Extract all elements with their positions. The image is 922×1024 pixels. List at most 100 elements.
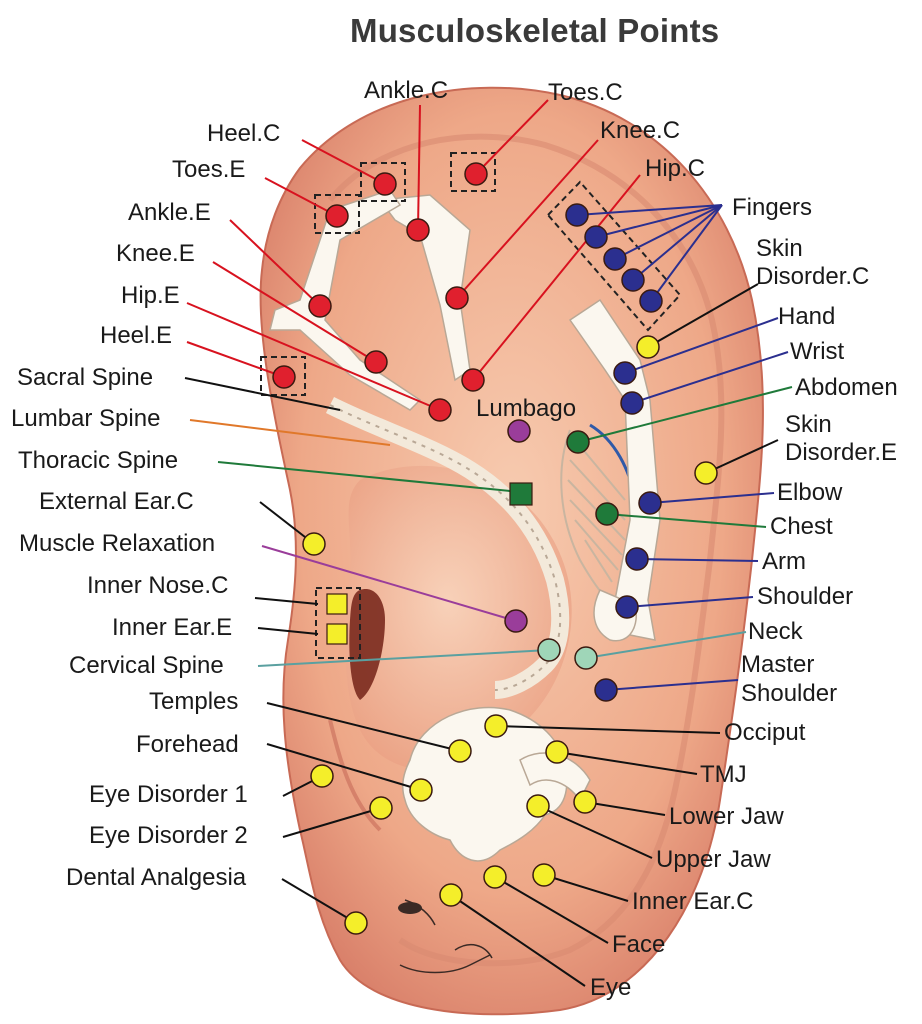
leader-line-finger-1 xyxy=(576,204,723,216)
point-finger-1 xyxy=(565,203,589,227)
leader-line-eye xyxy=(450,894,586,987)
point-ankle-c xyxy=(406,218,430,242)
point-hip-e xyxy=(428,398,452,422)
leader-line-wrist xyxy=(631,351,789,404)
label-lower-jaw: Lower Jaw xyxy=(669,803,784,830)
label-master-shoulder-line1: Master xyxy=(741,651,815,678)
leader-line-cervical-spine xyxy=(257,649,550,667)
leader-line-temples xyxy=(266,702,461,752)
leader-line-chest xyxy=(606,513,767,528)
leader-line-upper-jaw xyxy=(537,805,653,859)
label-occiput: Occiput xyxy=(724,719,806,746)
point-dental-analgesia xyxy=(344,911,368,935)
leader-line-finger-2 xyxy=(595,204,723,238)
eye-sketch xyxy=(398,902,422,914)
label-elbow: Elbow xyxy=(777,479,843,506)
leader-line-thoracic-spine xyxy=(217,461,521,493)
label-face: Face xyxy=(612,931,666,958)
ear-canal xyxy=(349,589,385,700)
leader-line-knee-c xyxy=(456,139,599,299)
leader-line-shoulder xyxy=(626,596,754,608)
leader-line-lumbar-spine xyxy=(189,419,391,446)
point-upper-jaw xyxy=(526,794,550,818)
point-eye-disorder-1 xyxy=(310,764,334,788)
leader-line-inner-ear-c xyxy=(543,874,629,902)
point-heel-e xyxy=(272,365,296,389)
label-skin-disorder-e-line1: Skin xyxy=(785,411,832,438)
label-abdomen: Abdomen xyxy=(795,374,898,401)
label-muscle-relaxation: Muscle Relaxation xyxy=(19,530,216,557)
point-occiput xyxy=(484,714,508,738)
label-wrist: Wrist xyxy=(790,338,845,365)
leader-line-heel-c xyxy=(301,139,386,185)
leader-line-neck xyxy=(585,631,747,659)
leader-line-finger-3 xyxy=(614,204,723,260)
leader-lines xyxy=(184,99,793,987)
point-thoracic-spine xyxy=(509,482,533,506)
label-external-ear-c: External Ear.C xyxy=(39,488,194,515)
leader-line-hand xyxy=(624,317,779,374)
leader-line-toes-c xyxy=(475,99,549,175)
point-cervical-spine xyxy=(537,638,561,662)
point-neck xyxy=(574,646,598,670)
label-toes-c: Toes.C xyxy=(548,79,623,106)
label-eye-disorder-1: Eye Disorder 1 xyxy=(89,781,248,808)
point-skin-disorder-c xyxy=(636,335,660,359)
leader-line-sacral-spine xyxy=(184,377,341,411)
label-chest: Chest xyxy=(770,513,833,540)
point-heel-c xyxy=(373,172,397,196)
point-wrist xyxy=(620,391,644,415)
leader-line-muscle-relaxation xyxy=(261,545,517,622)
point-toes-e xyxy=(325,204,349,228)
dashed-boxes xyxy=(260,152,682,659)
leader-line-hip-c xyxy=(472,174,641,381)
label-skin-disorder-c-line2: Disorder.C xyxy=(756,263,870,290)
point-chest xyxy=(595,502,619,526)
leader-line-abdomen xyxy=(577,386,793,443)
label-inner-ear-c: Inner Ear.C xyxy=(632,888,754,915)
point-ankle-e xyxy=(308,294,332,318)
label-thoracic-spine: Thoracic Spine xyxy=(18,447,179,474)
label-hand: Hand xyxy=(778,303,836,330)
label-inner-nose-c: Inner Nose.C xyxy=(87,572,229,599)
label-hip-c: Hip.C xyxy=(645,155,706,182)
label-dental-analgesia: Dental Analgesia xyxy=(66,864,247,891)
point-shoulder xyxy=(615,595,639,619)
leader-line-toes-e xyxy=(264,177,338,217)
point-inner-ear-e xyxy=(326,623,348,645)
label-eye: Eye xyxy=(590,974,632,1001)
label-sacral-spine: Sacral Spine xyxy=(17,364,154,391)
label-forehead: Forehead xyxy=(136,731,239,758)
leader-line-ankle-e xyxy=(229,219,321,307)
leader-line-hip-e xyxy=(186,302,441,411)
leader-line-skin-disorder-e xyxy=(705,439,779,474)
label-lumbago: Lumbago xyxy=(476,395,577,422)
point-arm xyxy=(625,547,649,571)
point-tmj xyxy=(545,740,569,764)
leader-line-inner-ear-e xyxy=(257,627,319,635)
leader-line-finger-4 xyxy=(632,204,723,281)
label-hip-e: Hip.E xyxy=(121,282,180,309)
label-knee-e: Knee.E xyxy=(116,240,195,267)
label-skin-disorder-e-line2: Disorder.E xyxy=(785,439,898,466)
point-knee-e xyxy=(364,350,388,374)
leader-line-inner-nose-c xyxy=(254,597,319,605)
point-lumbago xyxy=(507,419,531,443)
label-shoulder: Shoulder xyxy=(757,583,854,610)
label-inner-ear-e: Inner Ear.E xyxy=(112,614,233,641)
label-upper-jaw: Upper Jaw xyxy=(656,846,771,873)
ear-lobe-shadow xyxy=(328,719,382,832)
leader-line-tmj xyxy=(556,751,698,775)
leader-line-occiput xyxy=(495,725,721,734)
point-inner-ear-c xyxy=(532,863,556,887)
acupoints xyxy=(272,162,718,935)
leader-line-face xyxy=(494,876,609,944)
point-knee-c xyxy=(445,286,469,310)
label-eye-disorder-2: Eye Disorder 2 xyxy=(89,822,248,849)
point-muscle-relaxation xyxy=(504,609,528,633)
label-cervical-spine: Cervical Spine xyxy=(69,652,224,679)
label-heel-c: Heel.C xyxy=(207,120,281,147)
leader-line-lower-jaw xyxy=(584,801,666,816)
